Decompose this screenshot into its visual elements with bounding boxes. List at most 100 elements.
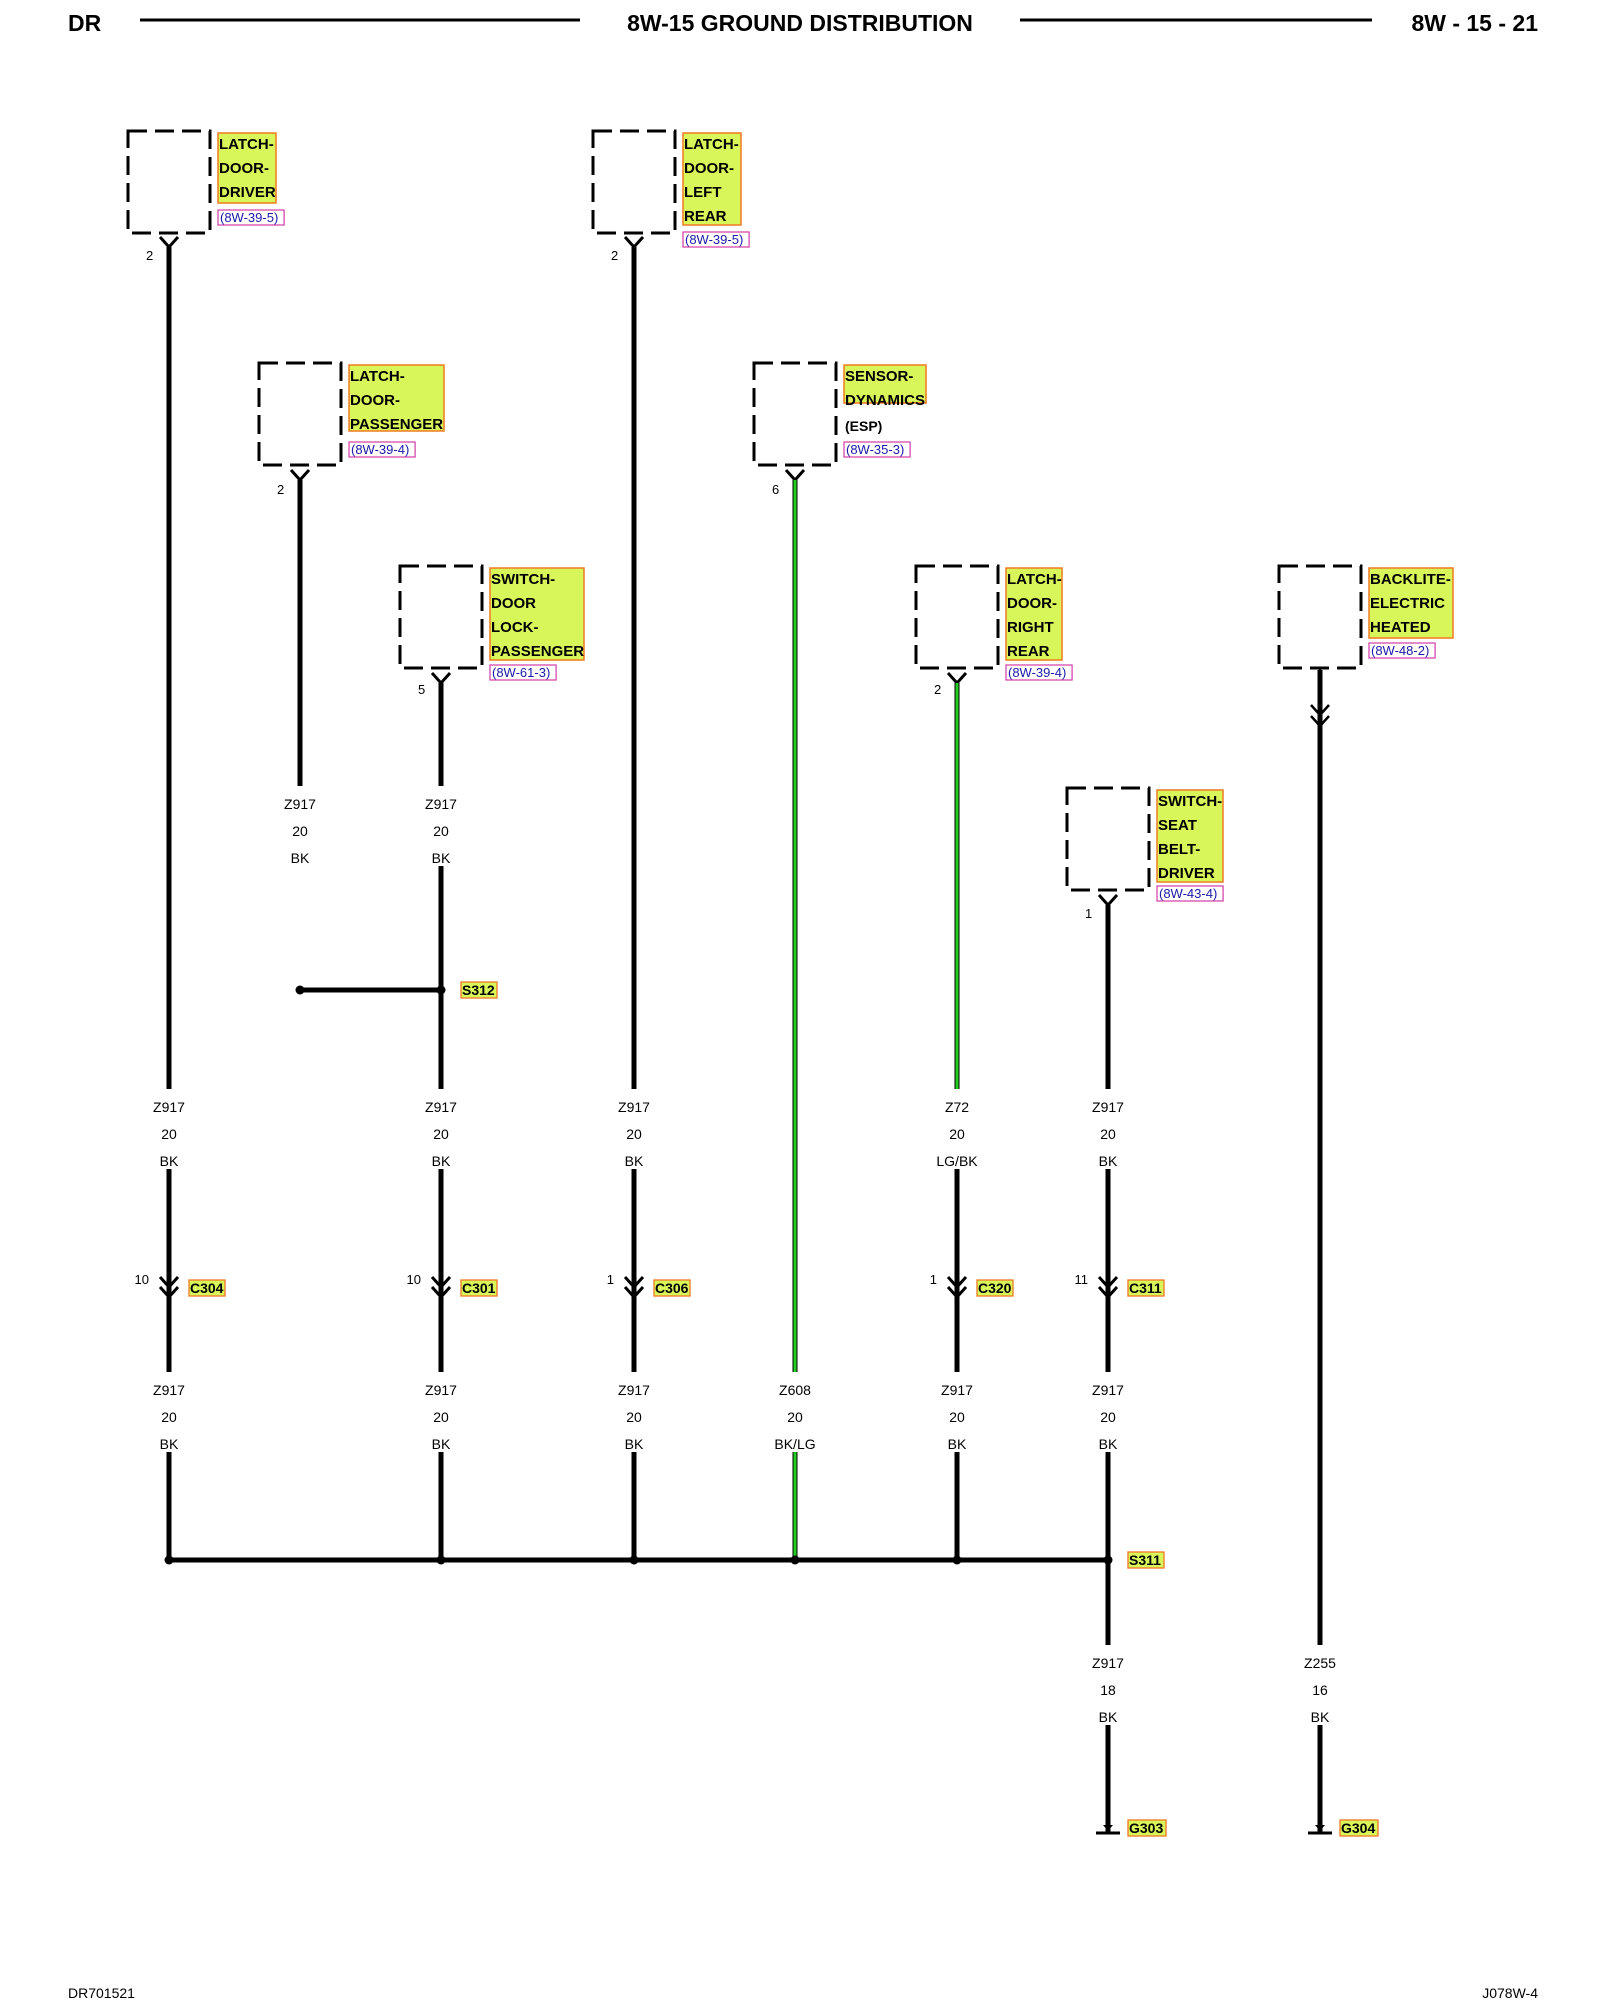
wire-color: BK <box>1311 1709 1330 1725</box>
wire-circuit: Z917 <box>425 1099 457 1115</box>
wire-color: BK <box>160 1153 179 1169</box>
reference-box <box>348 441 416 458</box>
component-label-box <box>489 567 585 661</box>
ground-g304: G304 <box>1339 1819 1379 1837</box>
tag-text: S312 <box>462 982 495 998</box>
wire-label-knockout <box>1290 1645 1350 1725</box>
component-label-line: PASSENGER <box>350 416 443 433</box>
wire-color: BK <box>625 1436 644 1452</box>
connector-chevron <box>430 1275 452 1290</box>
pin-number: 5 <box>418 682 425 697</box>
footer-document-code: DR701521 <box>68 1985 135 2001</box>
connector-chevron <box>430 1285 452 1300</box>
reference-box <box>217 209 285 226</box>
connector-chevron <box>158 1275 180 1290</box>
component-label-line: DOOR- <box>219 160 269 177</box>
connector-chevron <box>158 1285 180 1300</box>
component-label-line: LATCH- <box>1007 571 1062 588</box>
wire-gauge: 20 <box>626 1409 642 1425</box>
wire-circuit: Z917 <box>1092 1382 1124 1398</box>
tag-box <box>1127 1819 1167 1837</box>
reference-box <box>1156 885 1224 902</box>
wire-gauge: 16 <box>1312 1682 1328 1698</box>
component-box <box>914 564 1000 670</box>
wire-color: BK <box>432 1153 451 1169</box>
component-box <box>591 129 677 235</box>
component-label-line: LATCH- <box>350 368 405 385</box>
terminal-chevron <box>946 671 968 686</box>
pin-number: 1 <box>1085 906 1092 921</box>
tag-text: C306 <box>655 1280 689 1296</box>
tag-text: G304 <box>1341 1820 1375 1836</box>
component-label-box <box>217 132 277 204</box>
wire-circuit: Z917 <box>941 1382 973 1398</box>
tag-text: C304 <box>190 1280 224 1296</box>
reference-box <box>843 441 911 458</box>
reference-box <box>1368 642 1436 659</box>
connector-chevron <box>1097 1285 1119 1300</box>
component-box <box>398 564 484 670</box>
component-label-line: PASSENGER <box>491 643 584 660</box>
wire-circuit: Z917 <box>618 1382 650 1398</box>
component-label-line: HEATED <box>1370 619 1431 636</box>
component-label-line: DOOR- <box>350 392 400 409</box>
component-label-line: SWITCH- <box>1158 793 1222 810</box>
component-label-line: DOOR <box>491 595 536 612</box>
connector-pin: 1 <box>607 1272 614 1287</box>
terminal-chevron <box>623 235 645 250</box>
wire-label-knockout <box>1078 1645 1138 1725</box>
reference-link: (8W-61-3) <box>492 665 550 680</box>
wire-label-knockout <box>604 1089 664 1169</box>
wire-circuit: Z917 <box>1092 1099 1124 1115</box>
connector-pin: 11 <box>1075 1272 1089 1287</box>
wire-gauge: 20 <box>1100 1409 1116 1425</box>
splice-node <box>1103 1555 1113 1565</box>
splice-s311: S311 <box>1127 1551 1165 1569</box>
tag-box <box>1127 1279 1165 1297</box>
wire-circuit: Z917 <box>425 1382 457 1398</box>
wire-color: BK <box>1099 1709 1118 1725</box>
connector-chevron <box>623 1285 645 1300</box>
component-label-box <box>682 132 742 226</box>
wire-gauge: 18 <box>1100 1682 1116 1698</box>
component-label-line: LATCH- <box>684 136 739 153</box>
wire-gauge: 20 <box>433 1126 449 1142</box>
connector-pin: 10 <box>407 1272 421 1287</box>
splice-node <box>790 1555 800 1565</box>
wire-gauge: 20 <box>949 1126 965 1142</box>
wire-color: BK <box>160 1436 179 1452</box>
wire-gauge: 20 <box>949 1409 965 1425</box>
wire-label-knockout <box>765 1372 825 1452</box>
component-label-line: REAR <box>1007 643 1050 660</box>
component-label-line: LATCH- <box>219 136 274 153</box>
component-label-line: BACKLITE- <box>1370 571 1451 588</box>
wire-circuit: Z72 <box>945 1099 969 1115</box>
terminal-chevron <box>430 671 452 686</box>
component-box <box>257 361 343 467</box>
connector-chevron <box>946 1285 968 1300</box>
connector-chevron <box>623 1275 645 1290</box>
splice-node <box>952 1555 962 1565</box>
splice-node <box>629 1555 639 1565</box>
component-label-extra: (ESP) <box>845 418 882 434</box>
component-label-box <box>1368 567 1454 639</box>
component-label-box <box>348 364 445 432</box>
terminal-chevron <box>784 468 806 483</box>
wire-gauge: 20 <box>433 823 449 839</box>
tag-text: C320 <box>978 1280 1012 1296</box>
component-label-line: DYNAMICS <box>845 392 925 409</box>
wire-label-knockout <box>604 1372 664 1452</box>
wire-color: LG/BK <box>936 1153 978 1169</box>
wire-circuit: Z917 <box>425 796 457 812</box>
ground-arrow <box>1103 1825 1113 1831</box>
ground-g303: G303 <box>1127 1819 1167 1837</box>
splice-node <box>164 1555 174 1565</box>
